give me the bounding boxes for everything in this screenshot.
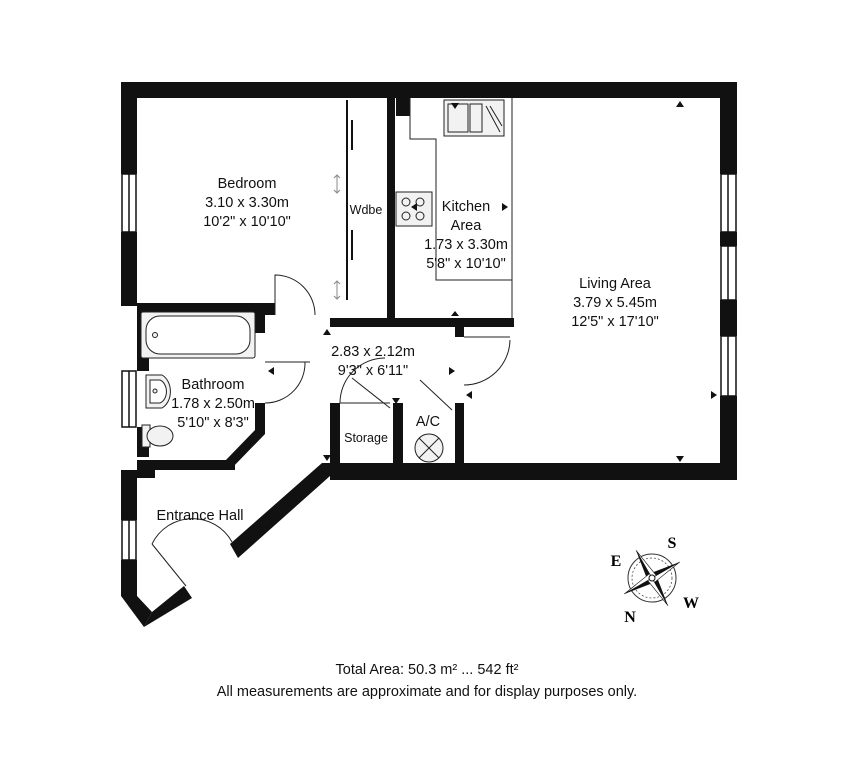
- room-size-metric: 3.79 x 5.45m: [573, 295, 657, 311]
- room-name: Wdbe: [349, 203, 383, 217]
- basin-icon: [145, 374, 171, 409]
- wardrobe-doors: [346, 100, 353, 300]
- room-size-imperial: 5'10" x 8'3": [177, 415, 249, 431]
- hob-icon: [395, 191, 433, 227]
- room-size-imperial: 12'5" x 17'10": [571, 314, 659, 330]
- room-size-metric: 3.10 x 3.30m: [205, 195, 289, 211]
- compass-rose-icon: S E W N: [611, 535, 699, 626]
- windows: [121, 173, 737, 561]
- total-area-text: Total Area: 50.3 m² ... 542 ft²: [335, 662, 519, 678]
- compass-n: N: [624, 609, 636, 626]
- bathtub-icon: [140, 311, 256, 359]
- doors: [151, 274, 511, 587]
- room-name: Bedroom: [217, 176, 277, 192]
- room-label-wardrobe: Wdbe: [350, 201, 383, 220]
- bathroom-fixtures: [140, 311, 256, 448]
- room-size-imperial: 10'2" x 10'10": [203, 214, 291, 230]
- disclaimer-text: All measurements are approximate and for…: [216, 684, 638, 700]
- room-size-metric: 1.73 x 3.30m: [424, 237, 508, 253]
- room-label-storage: Storage: [344, 429, 388, 448]
- room-name-line1: Kitchen: [441, 199, 491, 215]
- room-size-imperial: 9'3" x 6'11": [337, 363, 409, 379]
- room-size-metric: 2.83 x 2.12m: [331, 344, 415, 360]
- room-label-entrance: Entrance Hall: [156, 507, 243, 526]
- room-name: Entrance Hall: [156, 508, 244, 524]
- room-name: Living Area: [579, 276, 651, 292]
- room-label-kitchen: Kitchen Area 1.73 x 3.30m 5'8" x 10'10": [424, 198, 508, 274]
- room-label-hall: 2.83 x 2.12m 9'3" x 6'11": [331, 343, 415, 381]
- room-label-bathroom: Bathroom 1.78 x 2.50m 5'10" x 8'3": [171, 376, 255, 433]
- room-size-imperial: 5'8" x 10'10": [426, 256, 506, 272]
- room-name-line2: Area: [450, 218, 482, 234]
- compass-e: E: [611, 553, 622, 570]
- room-name: A/C: [415, 414, 441, 430]
- ac-unit-icon: [414, 433, 444, 463]
- wardrobe-arrows: [333, 174, 341, 300]
- room-name: Bathroom: [181, 377, 245, 393]
- compass-s: S: [668, 535, 677, 552]
- room-size-metric: 1.78 x 2.50m: [171, 396, 255, 412]
- room-label-ac: A/C: [416, 413, 440, 432]
- interior-walls: [255, 98, 514, 473]
- measure-markers: [268, 101, 717, 462]
- compass-w: W: [683, 595, 699, 612]
- room-name: Storage: [344, 431, 388, 445]
- toilet-icon: [141, 424, 174, 448]
- room-label-living: Living Area 3.79 x 5.45m 12'5" x 17'10": [571, 275, 659, 332]
- room-label-bedroom: Bedroom 3.10 x 3.30m 10'2" x 10'10": [203, 175, 291, 232]
